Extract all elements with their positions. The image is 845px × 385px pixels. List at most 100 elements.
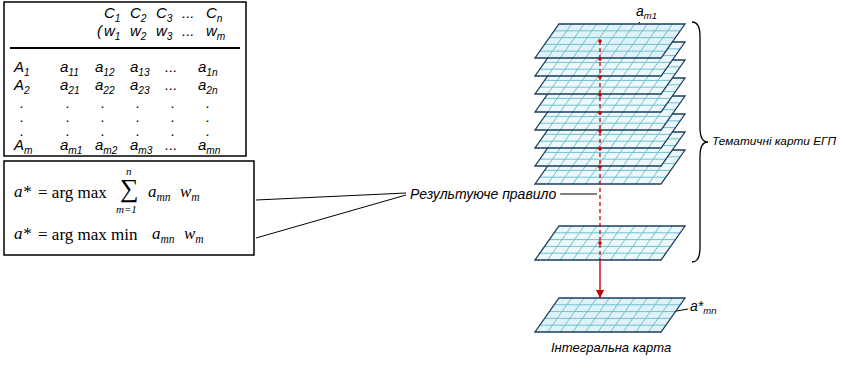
red-dot xyxy=(598,241,602,245)
subscript: 23 xyxy=(138,85,149,96)
table-cell: a12 xyxy=(95,58,115,78)
table-cell: am3 xyxy=(130,136,153,156)
table-cell: am2 xyxy=(95,136,118,156)
rule-label: Результуюче правило xyxy=(410,186,556,202)
subscript: m1 xyxy=(644,10,657,21)
table-cell: ... xyxy=(165,136,178,153)
subscript: 2 xyxy=(141,13,147,24)
subscript: 13 xyxy=(138,67,149,78)
label-text: a xyxy=(95,136,103,153)
label-text: a xyxy=(148,182,157,201)
table-cell: a22 xyxy=(95,76,115,96)
label-text: w xyxy=(180,182,191,201)
formula-term: wm xyxy=(180,182,200,204)
red-dot xyxy=(598,129,602,133)
label-text: a xyxy=(130,136,138,153)
sum-sign: ∑ xyxy=(120,176,139,202)
leader-line xyxy=(560,194,597,195)
leader-line xyxy=(256,193,406,200)
label-text: ... xyxy=(182,22,195,39)
weight-cell: w2 xyxy=(130,22,147,42)
node-title: Інтегральна карта xyxy=(549,340,673,355)
label-text: w xyxy=(130,22,141,39)
label-text: A xyxy=(14,58,24,75)
subscript: mn xyxy=(703,305,716,316)
label-text: C xyxy=(130,4,141,21)
weight-cell: ( xyxy=(97,22,102,39)
subscript: m3 xyxy=(138,145,152,156)
table-cell: a23 xyxy=(130,76,150,96)
subscript: 1 xyxy=(24,67,30,78)
subscript: m xyxy=(191,191,199,204)
formula-term: = arg max xyxy=(38,183,107,203)
label-text: a xyxy=(130,58,138,75)
sum-limit: m=1 xyxy=(116,203,137,215)
subscript: m2 xyxy=(103,145,117,156)
formula-term: a* xyxy=(14,182,31,202)
label-text: a* xyxy=(14,224,31,243)
subscript: m1 xyxy=(68,145,82,156)
label-text: a* xyxy=(14,182,31,201)
label-text: a xyxy=(60,58,68,75)
label-text: C xyxy=(104,4,115,21)
subscript: m xyxy=(24,145,33,156)
label-text: A xyxy=(14,76,24,93)
formula-frame xyxy=(4,161,254,255)
subscript: 3 xyxy=(167,31,173,42)
map-layer xyxy=(535,226,685,260)
table-dot: . xyxy=(206,122,210,139)
weight-cell: wm xyxy=(206,22,225,42)
label-text: a xyxy=(198,136,206,153)
integral-map: Інтегральна карта xyxy=(535,298,687,332)
weight-cell: w1 xyxy=(104,22,121,42)
table-cell: a11 xyxy=(60,58,79,78)
label-text: a xyxy=(130,76,138,93)
label-text: a xyxy=(60,136,68,153)
red-axis xyxy=(599,41,600,262)
label-text: C xyxy=(156,4,167,21)
label-text: a* xyxy=(690,298,703,314)
callout-label: am1 xyxy=(636,3,657,21)
red-dot xyxy=(598,147,602,151)
formula-term: = arg max min xyxy=(38,225,137,245)
table-frame xyxy=(4,2,246,156)
label-text: a xyxy=(152,224,161,243)
label-text: a xyxy=(636,3,644,19)
label-text: a xyxy=(95,76,103,93)
red-dot xyxy=(598,93,602,97)
leader-line xyxy=(256,195,406,238)
subscript: 1n xyxy=(206,67,217,78)
table-cell: amn xyxy=(198,136,221,156)
subscript: mn xyxy=(206,145,220,156)
subscript: m xyxy=(195,233,203,246)
label-text: a xyxy=(95,58,103,75)
map-stack xyxy=(535,24,685,332)
label-text: ... xyxy=(165,136,178,153)
label-text: . xyxy=(206,122,210,139)
label-text: = arg max min xyxy=(38,225,137,244)
subscript: 2 xyxy=(24,85,30,96)
label-text: a xyxy=(198,58,206,75)
label-text: A xyxy=(14,136,24,153)
criterion-header: C1 xyxy=(104,4,121,24)
table-cell: a13 xyxy=(130,58,150,78)
table-cell: A1 xyxy=(14,58,30,78)
table-cell: a1n xyxy=(198,58,218,78)
subscript: 3 xyxy=(167,13,173,24)
flow-arrow xyxy=(599,262,600,298)
red-dot xyxy=(598,111,602,115)
criterion-header: ... xyxy=(182,4,195,21)
criterion-header: C3 xyxy=(156,4,173,24)
label-text: ... xyxy=(165,76,178,93)
subscript: m xyxy=(217,31,226,42)
table-cell: am1 xyxy=(60,136,83,156)
label-text: = arg max xyxy=(38,183,107,202)
label-text: ... xyxy=(165,58,178,75)
formula-term: a* xyxy=(14,224,31,244)
label-text: C xyxy=(206,4,217,21)
brace xyxy=(692,22,708,262)
label-text: w xyxy=(156,22,167,39)
subscript: 1 xyxy=(115,31,121,42)
weight-cell: ... xyxy=(182,22,195,39)
